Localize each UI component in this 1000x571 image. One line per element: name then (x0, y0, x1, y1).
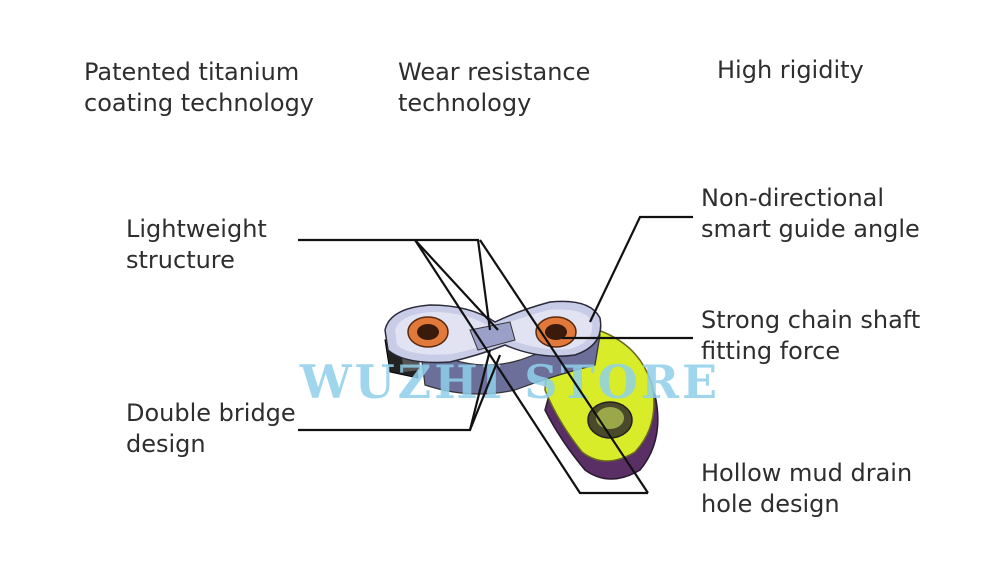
leader-line-long-b (414, 239, 648, 495)
label-double-bridge-line-1: Double bridge (126, 399, 296, 427)
label-high-rigidity: High rigidity (717, 55, 864, 86)
roller-left (407, 316, 449, 348)
label-titanium-line-2: coating technology (84, 89, 315, 117)
watermark-text: WUZHI STORE (299, 355, 720, 409)
leader-line-lightweight (298, 238, 492, 331)
label-wear-line-2: technology (398, 89, 532, 117)
label-wear-resistance: Wear resistance technology (398, 57, 590, 119)
leader-line-guide-angle (589, 215, 693, 323)
leader-line-lightweight-diagonal (414, 239, 499, 331)
label-mud-drain: Hollow mud drain hole design (701, 458, 912, 520)
leader-line-double-bridge-2 (468, 354, 502, 431)
label-titanium-line-1: Patented titanium (84, 58, 300, 86)
label-lightweight-line-2: structure (126, 246, 235, 274)
label-shaft-fit-line-1: Strong chain shaft (701, 306, 921, 334)
label-shaft-fit: Strong chain shaft fitting force (701, 305, 920, 367)
leader-line-long-a (479, 239, 649, 494)
label-guide-angle-line-1: Non-directional (701, 184, 885, 212)
label-mud-drain-line-2: hole design (701, 490, 840, 518)
label-rigidity-line-1: High rigidity (717, 56, 864, 84)
label-double-bridge: Double bridge design (126, 398, 296, 460)
label-shaft-fit-line-2: fitting force (701, 337, 841, 365)
label-guide-angle: Non-directional smart guide angle (701, 183, 920, 245)
label-lightweight-structure: Lightweight structure (126, 214, 267, 276)
label-guide-angle-line-2: smart guide angle (701, 215, 920, 243)
leader-lines (298, 215, 693, 495)
label-lightweight-line-1: Lightweight (126, 215, 267, 243)
label-mud-drain-line-1: Hollow mud drain (701, 459, 913, 487)
label-double-bridge-line-2: design (126, 430, 206, 458)
label-titanium-coating: Patented titanium coating technology (84, 57, 314, 119)
label-wear-line-1: Wear resistance (398, 58, 591, 86)
